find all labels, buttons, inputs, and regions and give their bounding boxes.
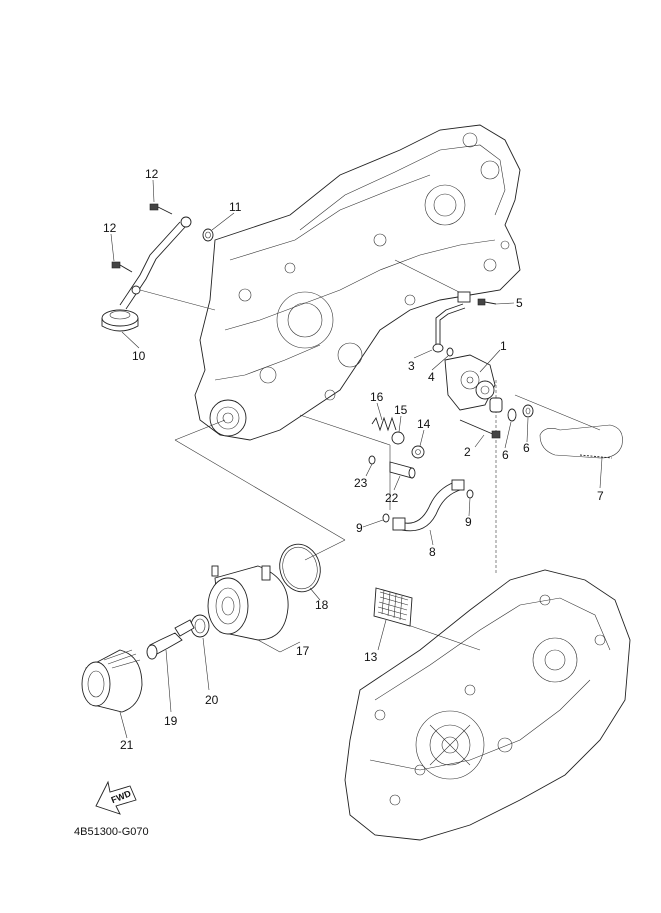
label-part-13[interactable]: 13	[364, 650, 378, 664]
label-part-14[interactable]: 14	[417, 417, 431, 431]
crankcase-cover-lower	[344, 569, 631, 841]
crankcase-upper	[194, 124, 521, 441]
label-part-9a[interactable]: 9	[356, 521, 363, 535]
label-part-10[interactable]: 10	[132, 349, 146, 363]
label-leaders	[110, 179, 603, 739]
part-21-oil-filter[interactable]	[81, 649, 143, 713]
part-1-oil-pump-assembly[interactable]	[444, 354, 503, 413]
label-part-7[interactable]: 7	[597, 489, 604, 503]
part-19-union-bolt[interactable]	[146, 619, 195, 660]
part-5-bolt[interactable]	[457, 291, 497, 306]
label-part-20[interactable]: 20	[205, 693, 219, 707]
part-18-o-ring[interactable]	[274, 540, 325, 597]
part-17-filter-housing[interactable]	[207, 565, 301, 653]
label-part-4[interactable]: 4	[428, 370, 435, 384]
label-part-2[interactable]: 2	[464, 445, 471, 459]
label-part-6a[interactable]: 6	[502, 448, 509, 462]
part-3-pipe[interactable]	[432, 303, 466, 353]
part-15-plunger[interactable]	[391, 431, 405, 445]
part-11-o-ring[interactable]	[202, 228, 214, 242]
part-14-plug[interactable]	[411, 445, 425, 459]
diagram-code: 4B51300-G070	[74, 826, 149, 838]
label-part-17[interactable]: 17	[296, 644, 310, 658]
label-part-1[interactable]: 1	[500, 339, 507, 353]
label-part-3[interactable]: 3	[408, 359, 415, 373]
part-6-washer-b[interactable]	[522, 404, 534, 418]
part-10-oil-delivery-pipe[interactable]	[101, 216, 192, 332]
label-part-9b[interactable]: 9	[465, 515, 472, 529]
part-8-oil-hose[interactable]	[392, 479, 465, 532]
leader-lines	[139, 259, 601, 651]
fwd-arrow-icon: FWD	[95, 780, 137, 815]
part-22-relief-valve[interactable]	[389, 461, 416, 479]
part-12-bolt-lower[interactable]	[111, 261, 133, 273]
label-part-5[interactable]: 5	[516, 296, 523, 310]
label-part-8[interactable]: 8	[429, 545, 436, 559]
part-12-bolt-upper[interactable]	[149, 203, 173, 215]
part-4-o-ring[interactable]	[446, 347, 454, 357]
part-9-o-ring-b[interactable]	[466, 489, 474, 499]
label-part-19[interactable]: 19	[164, 714, 178, 728]
label-part-12-upper[interactable]: 12	[145, 167, 159, 181]
label-part-15[interactable]: 15	[394, 403, 408, 417]
label-part-22[interactable]: 22	[385, 491, 399, 505]
label-part-6b[interactable]: 6	[523, 441, 530, 455]
label-part-11[interactable]: 11	[229, 200, 242, 214]
part-23-o-ring[interactable]	[368, 455, 376, 465]
part-7-chain[interactable]	[539, 424, 623, 459]
label-part-16[interactable]: 16	[370, 390, 384, 404]
part-20-gasket[interactable]	[190, 614, 210, 638]
label-part-21[interactable]: 21	[120, 738, 134, 752]
part-9-o-ring-a[interactable]	[382, 513, 390, 523]
label-part-12-lower[interactable]: 12	[103, 221, 117, 235]
part-13-oil-strainer[interactable]	[373, 587, 413, 627]
part-16-spring[interactable]	[371, 416, 397, 432]
part-2-bolt[interactable]	[459, 419, 501, 439]
part-6-washer-a[interactable]	[507, 408, 517, 422]
part-labels: 1 2 3 4 5 6 6 7 8 9 9 10 11 12 12 13 14 …	[103, 167, 604, 752]
label-part-18[interactable]: 18	[315, 598, 329, 612]
label-part-23[interactable]: 23	[354, 476, 368, 490]
